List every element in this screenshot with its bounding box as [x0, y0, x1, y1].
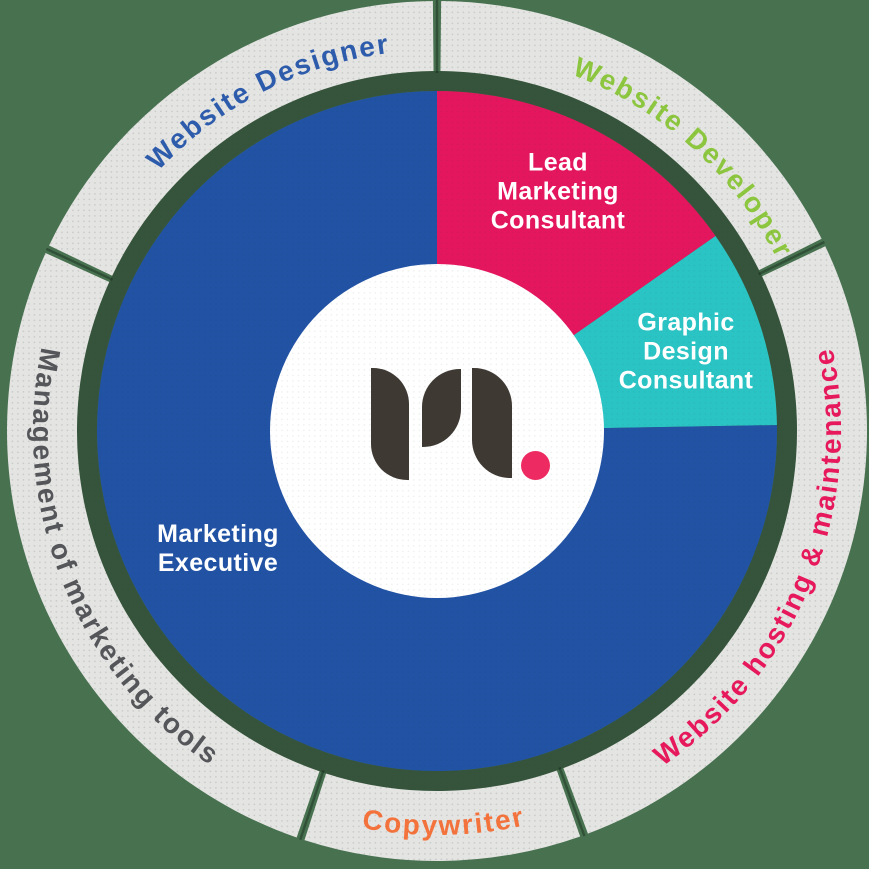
pie-label-graphic-design-consultant: Graphic Design Consultant	[619, 309, 754, 396]
pie-label-line: Consultant	[618, 366, 754, 395]
pie-label-line: Marketing	[157, 520, 279, 548]
pie-label-marketing-executive: Marketing Executive	[157, 520, 279, 578]
pie-label-lead-marketing-consultant: Lead Marketing Consultant	[491, 149, 626, 236]
pie-label-line: Lead	[528, 148, 588, 177]
pie-label-line: Marketing	[497, 177, 619, 206]
pie-label-line: Consultant	[490, 206, 626, 235]
pie-label-line: Graphic	[637, 308, 735, 337]
logo-dot	[521, 451, 550, 480]
logo-stroke-1	[371, 368, 409, 480]
pie-label-line: Design	[643, 337, 729, 366]
logo-stroke-3	[472, 368, 512, 478]
pie-label-line: Executive	[157, 549, 279, 577]
